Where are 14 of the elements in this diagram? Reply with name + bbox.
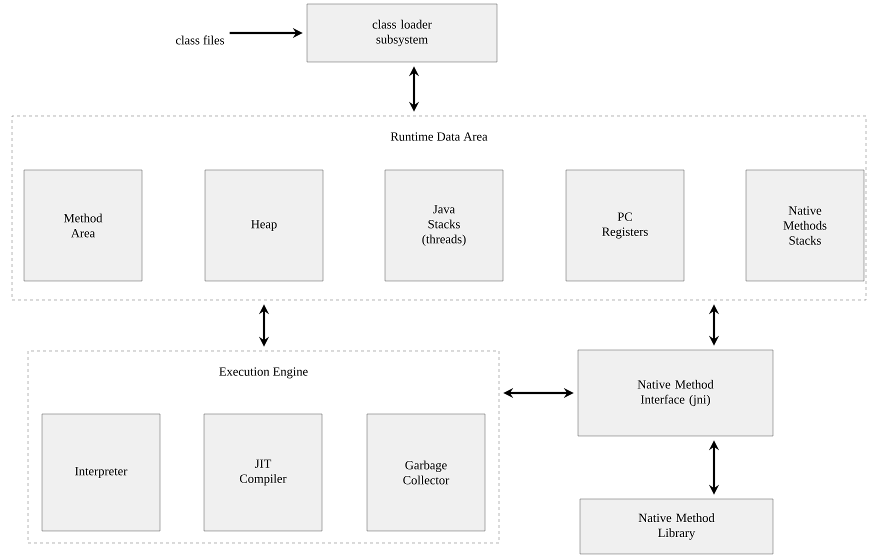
frame-title: Runtime Data Area bbox=[390, 132, 488, 141]
component-box: class loader subsystem bbox=[306, 4, 498, 62]
component-box: Method Area bbox=[24, 170, 142, 282]
component-box: Native Method Library bbox=[580, 498, 774, 554]
component-box: Native Method Interface (jni) bbox=[578, 350, 774, 436]
input-label: class files bbox=[176, 36, 224, 44]
component-box: Heap bbox=[204, 170, 324, 282]
component-box: Garbage Collector bbox=[366, 414, 486, 532]
component-box: Native Methods Stacks bbox=[746, 170, 864, 282]
component-box: PC Registers bbox=[566, 170, 684, 282]
component-box: JIT Compiler bbox=[204, 414, 322, 532]
frame-title: Execution Engine bbox=[219, 367, 308, 378]
component-box: Java Stacks (threads) bbox=[384, 170, 504, 282]
component-box: Interpreter bbox=[42, 414, 160, 532]
